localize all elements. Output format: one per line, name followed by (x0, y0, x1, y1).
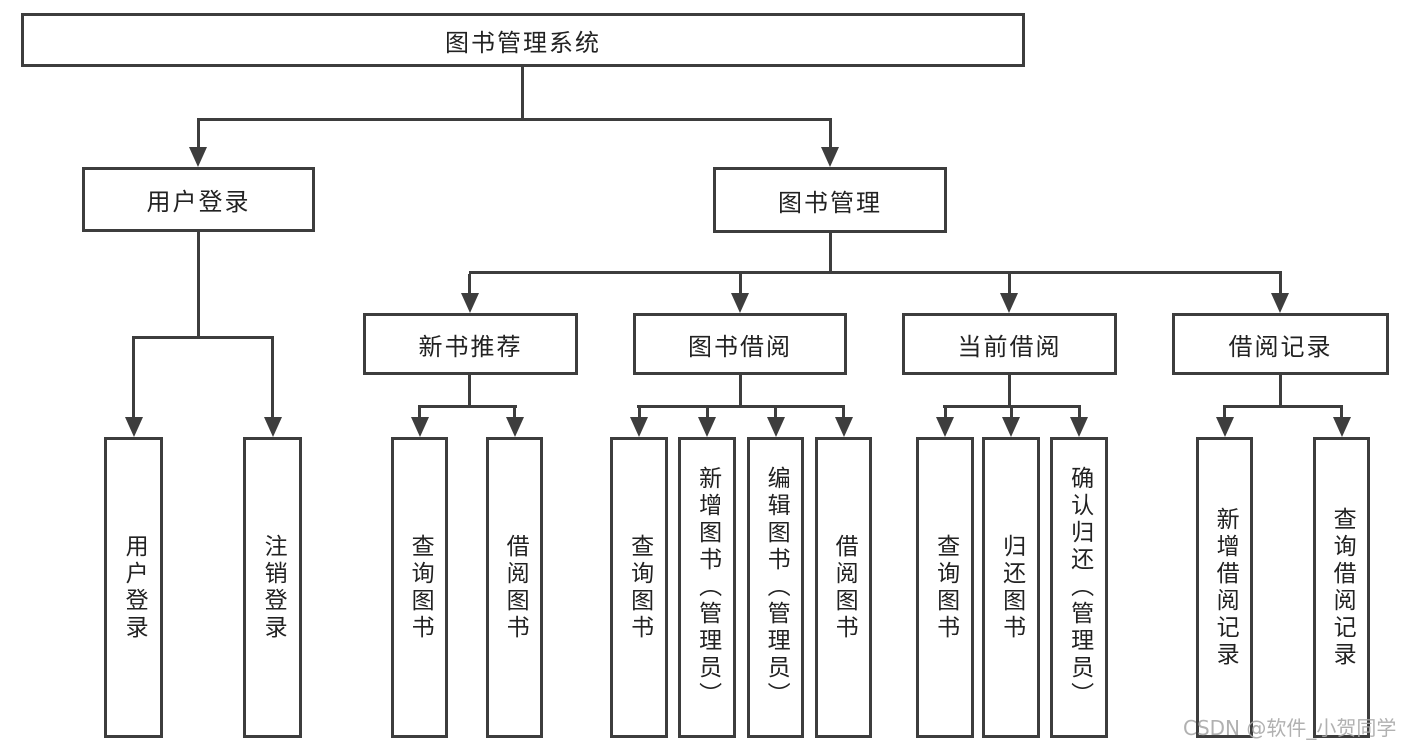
leaf-query-borrow-record-label: 查询借阅记录 (1329, 506, 1356, 669)
leaf-query-books-current: 查询图书 (916, 437, 974, 738)
leaf-user-login: 用户登录 (104, 437, 163, 738)
node-borrow-records-label: 借阅记录 (1228, 332, 1333, 361)
connector-line (1223, 408, 1226, 417)
leaf-add-books-admin: 新增图书（管理员） (678, 437, 736, 738)
leaf-edit-books-admin: 编辑图书（管理员） (747, 437, 804, 738)
connector-line (418, 408, 421, 417)
connector-line (706, 408, 709, 417)
leaf-add-borrow-record: 新增借阅记录 (1196, 437, 1253, 738)
arrowhead-icon (189, 147, 207, 167)
leaf-return-books-label: 归还图书 (998, 533, 1025, 642)
node-new-book-recommend-label: 新书推荐 (418, 332, 523, 361)
connector-line (132, 339, 135, 417)
arrowhead-icon (264, 417, 282, 437)
connector-line (468, 274, 471, 293)
arrowhead-icon (461, 293, 479, 313)
leaf-query-borrow-record: 查询借阅记录 (1313, 437, 1370, 738)
connector-line (638, 408, 641, 417)
connector-line (469, 271, 1282, 274)
arrowhead-icon (125, 417, 143, 437)
connector-line (1279, 375, 1282, 408)
arrowhead-icon (1070, 417, 1088, 437)
leaf-add-borrow-record-label: 新增借阅记录 (1212, 506, 1239, 669)
connector-line (271, 339, 274, 417)
node-current-borrowing: 当前借阅 (902, 313, 1117, 375)
node-borrow-records: 借阅记录 (1172, 313, 1389, 375)
leaf-query-books-borrowing: 查询图书 (610, 437, 668, 738)
leaf-confirm-return-admin-label: 确认归还（管理员） (1066, 466, 1093, 709)
leaf-borrow-books: 借阅图书 (815, 437, 872, 738)
csdn-watermark: CSDN @软件_小贺同学 (1183, 716, 1397, 740)
arrowhead-icon (936, 417, 954, 437)
connector-line (468, 375, 471, 408)
node-book-management: 图书管理 (713, 167, 947, 233)
arrowhead-icon (731, 293, 749, 313)
leaf-user-login-label: 用户登录 (121, 533, 148, 642)
connector-line (774, 408, 777, 417)
connector-line (1078, 408, 1081, 417)
node-book-management-label: 图书管理 (778, 188, 882, 217)
arrowhead-icon (767, 417, 785, 437)
arrowhead-icon (1333, 417, 1351, 437)
leaf-borrow-books-recommend-label: 借阅图书 (502, 533, 529, 642)
connector-line (943, 405, 1081, 408)
connector-line (521, 67, 524, 121)
connector-line (197, 118, 832, 121)
arrowhead-icon (1000, 293, 1018, 313)
node-user-login-label: 用户登录 (146, 188, 251, 216)
connector-line (513, 408, 516, 417)
leaf-add-books-admin-label: 新增图书（管理员） (694, 466, 721, 709)
arrowhead-icon (835, 417, 853, 437)
connector-line (132, 336, 274, 339)
connector-line (739, 274, 742, 293)
node-user-login: 用户登录 (82, 167, 315, 232)
arrowhead-icon (821, 147, 839, 167)
connector-line (418, 405, 517, 408)
connector-line (829, 121, 832, 147)
arrowhead-icon (698, 417, 716, 437)
connector-line (829, 233, 832, 274)
connector-line (1223, 405, 1343, 408)
connector-line (1008, 274, 1011, 293)
leaf-logout: 注销登录 (243, 437, 302, 738)
connector-line (944, 408, 947, 417)
connector-line (197, 232, 200, 339)
leaf-query-books-current-label: 查询图书 (932, 533, 959, 642)
leaf-query-books-borrowing-label: 查询图书 (626, 533, 653, 642)
leaf-edit-books-admin-label: 编辑图书（管理员） (763, 466, 790, 709)
arrowhead-icon (506, 417, 524, 437)
leaf-return-books: 归还图书 (982, 437, 1040, 738)
node-book-borrowing-label: 图书借阅 (688, 332, 792, 361)
connector-line (739, 375, 742, 408)
arrowhead-icon (1271, 293, 1289, 313)
node-book-borrowing: 图书借阅 (633, 313, 847, 375)
node-current-borrowing-label: 当前借阅 (957, 332, 1062, 361)
connector-line (1010, 408, 1013, 417)
arrowhead-icon (630, 417, 648, 437)
leaf-borrow-books-recommend: 借阅图书 (486, 437, 543, 738)
connector-line (1279, 274, 1282, 293)
connector-line (1340, 408, 1343, 417)
arrowhead-icon (1216, 417, 1234, 437)
arrowhead-icon (411, 417, 429, 437)
arrowhead-icon (1002, 417, 1020, 437)
leaf-query-books-recommend-label: 查询图书 (407, 533, 434, 642)
leaf-confirm-return-admin: 确认归还（管理员） (1050, 437, 1108, 738)
node-root: 图书管理系统 (21, 13, 1025, 67)
connector-line (1008, 375, 1011, 408)
leaf-query-books-recommend: 查询图书 (391, 437, 448, 738)
connector-line (197, 121, 200, 147)
node-root-label: 图书管理系统 (445, 28, 601, 57)
node-new-book-recommend: 新书推荐 (363, 313, 578, 375)
leaf-logout-label: 注销登录 (260, 533, 287, 642)
leaf-borrow-books-label: 借阅图书 (831, 533, 858, 642)
connector-line (842, 408, 845, 417)
connector-line (637, 405, 845, 408)
